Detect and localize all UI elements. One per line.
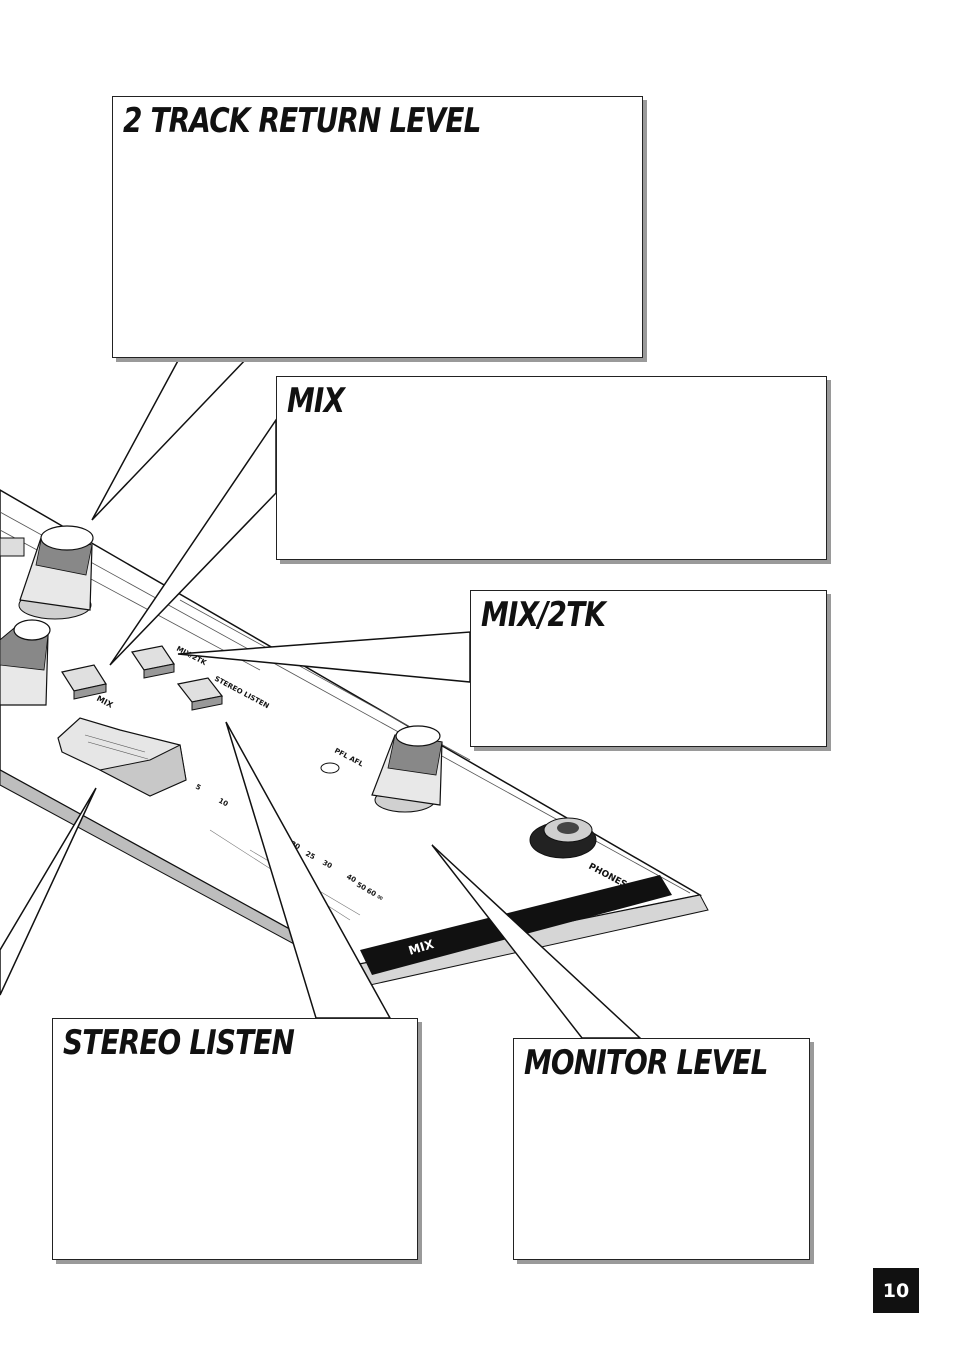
two-track-return-knob	[18, 525, 94, 620]
stereo-listen-button	[176, 677, 224, 711]
callout-title-two-track-return-level: 2 TRACK RETURN LEVEL	[123, 101, 481, 141]
callout-title-mix-2tk: MIX/2TK	[481, 595, 606, 635]
callout-mix: MIX	[276, 376, 827, 560]
callout-monitor-level: MONITOR LEVEL	[513, 1038, 810, 1260]
scale-mark-25: 25	[304, 850, 316, 862]
scale-mark-inf: ∞	[375, 892, 385, 903]
mix-button	[61, 664, 107, 700]
monitor-level-knob	[371, 725, 443, 813]
fader-cap	[57, 717, 187, 797]
scale-mark-10: 10	[217, 797, 229, 809]
callout-pointers	[0, 356, 642, 1039]
pfl-afl-led	[320, 762, 340, 774]
callout-two-track-return-level: 2 TRACK RETURN LEVEL	[112, 96, 643, 358]
scale-mark-50: 50	[355, 881, 367, 893]
scale-mark-30: 30	[321, 859, 333, 871]
callout-title-mix: MIX	[287, 381, 345, 421]
callout-title-monitor-level: MONITOR LEVEL	[524, 1043, 768, 1083]
scale-mark-40: 40	[345, 873, 357, 885]
scale-mark-60: 60	[365, 887, 377, 899]
scale-mark-5: 5	[194, 783, 202, 792]
page-number: 10	[873, 1268, 919, 1313]
left-partial-knob	[0, 537, 51, 706]
callout-title-stereo-listen: STEREO LISTEN	[63, 1023, 295, 1063]
callout-stereo-listen: STEREO LISTEN	[52, 1018, 418, 1260]
callout-mix-2tk: MIX/2TK	[470, 590, 827, 747]
pointer-fader	[0, 787, 97, 996]
phones-jack	[529, 817, 597, 859]
mix-2tk-button	[131, 645, 175, 679]
